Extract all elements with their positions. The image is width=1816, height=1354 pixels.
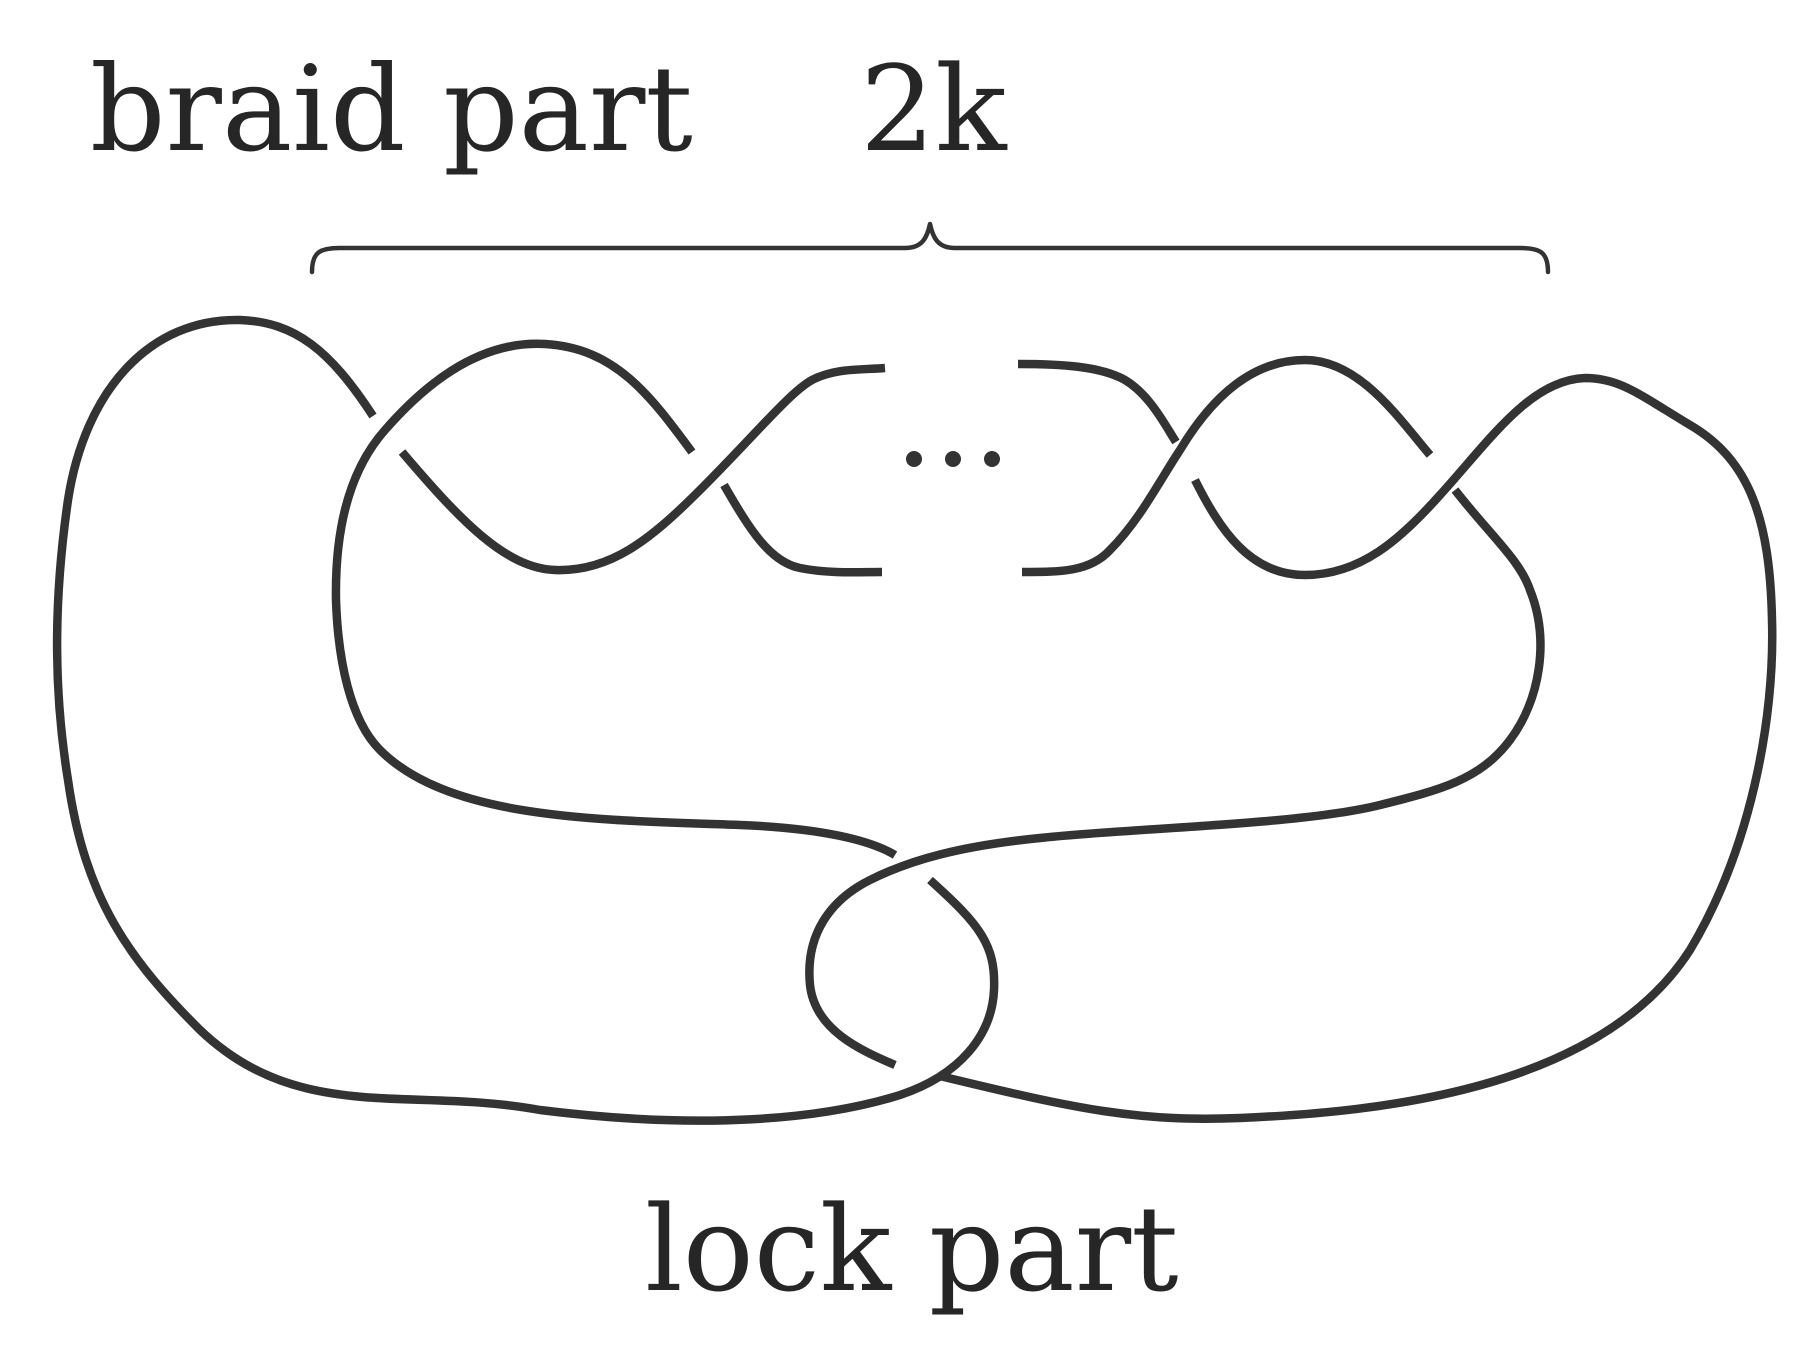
ellipsis-dots (906, 451, 1000, 467)
twist-count-label: 2k (860, 40, 1008, 178)
braid-part-label: braid part (90, 40, 693, 178)
lock-part-label: lock part (645, 1180, 1179, 1318)
braid-right-inner-strand (938, 373, 1777, 1123)
ellipsis-dot (984, 451, 1000, 467)
inner-right-strand (805, 487, 1545, 1069)
braid-brace (309, 221, 1551, 275)
ellipsis-dot (945, 451, 961, 467)
inner-left-upper-strand (331, 339, 898, 859)
ellipsis-dot (906, 451, 922, 467)
inner-left-strand (398, 363, 886, 575)
outer-left-strand (52, 315, 999, 1125)
braid-left-lower-strand (720, 482, 883, 577)
braid-right-lower-strand (1021, 355, 1434, 577)
braid-right-upper-strand (1017, 359, 1180, 445)
